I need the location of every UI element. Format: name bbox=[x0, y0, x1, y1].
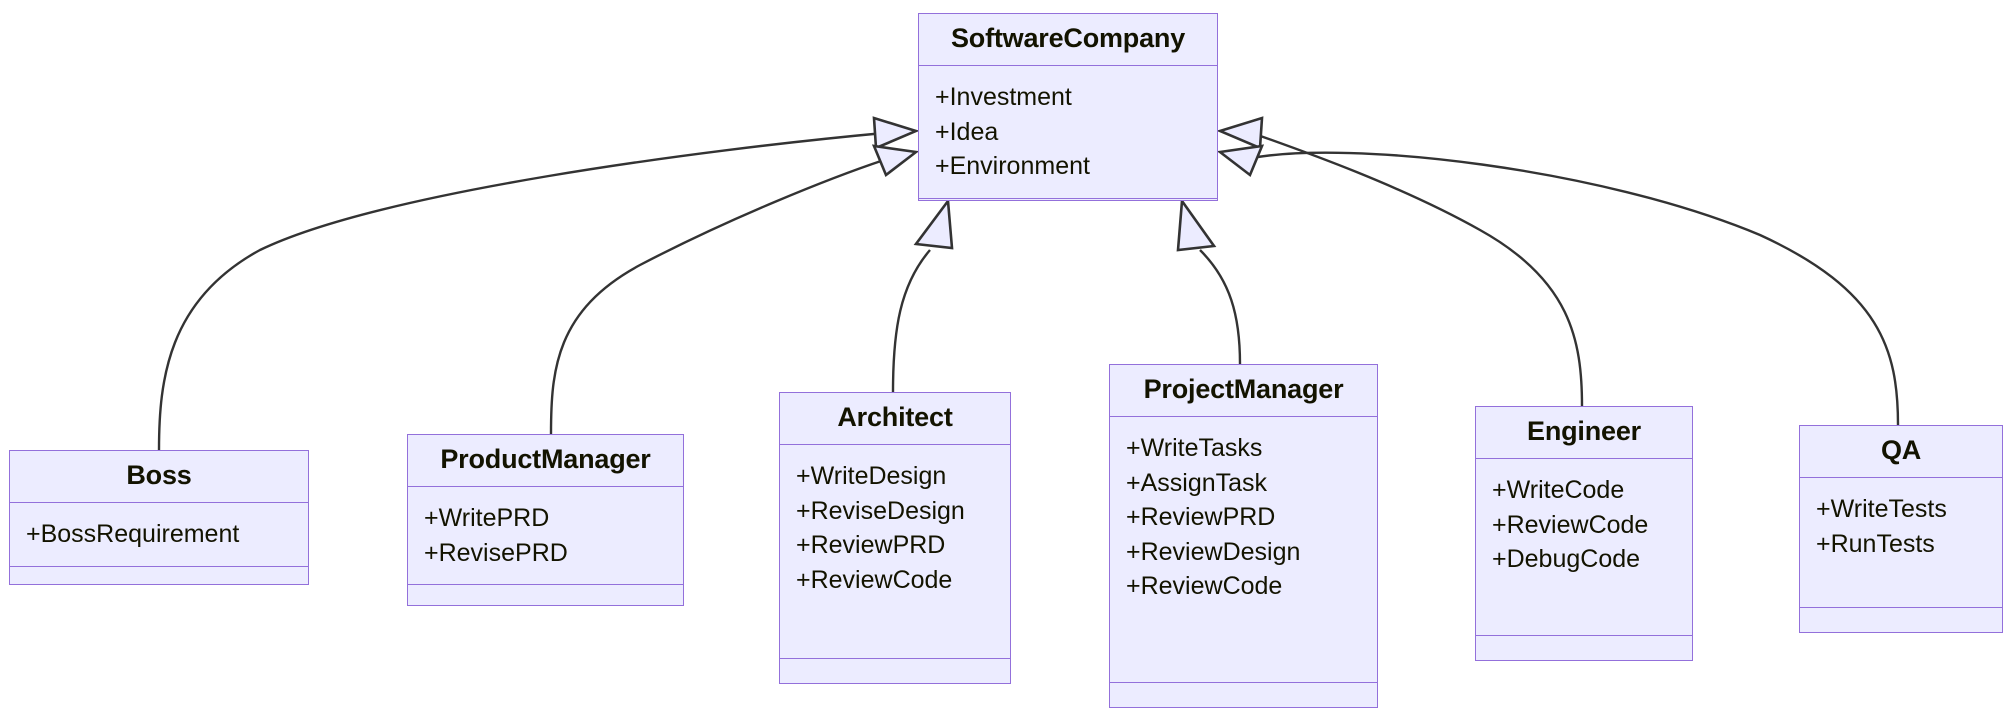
class-methods-boss bbox=[10, 567, 308, 585]
class-node-engineer[interactable]: Engineer +WriteCode +ReviewCode +DebugCo… bbox=[1475, 406, 1693, 661]
class-title-product-manager: ProductManager bbox=[408, 435, 683, 487]
class-member: +ReviewDesign bbox=[1126, 537, 1301, 566]
class-members-project-manager: +WriteTasks +AssignTask +ReviewPRD +Revi… bbox=[1110, 417, 1377, 683]
class-member: +ReviewCode bbox=[1492, 510, 1649, 539]
class-title-qa: QA bbox=[1800, 426, 2002, 478]
class-members-engineer: +WriteCode +ReviewCode +DebugCode bbox=[1476, 459, 1692, 636]
class-member: +BossRequirement bbox=[26, 520, 240, 548]
class-members-software-company: +Investment +Idea +Environment bbox=[919, 66, 1217, 199]
class-member: +Investment bbox=[935, 83, 1072, 111]
arrowhead-product-manager bbox=[871, 144, 920, 178]
class-member: +ReviewCode bbox=[796, 565, 953, 594]
class-node-boss[interactable]: Boss +BossRequirement bbox=[9, 450, 309, 585]
class-member: +ReviewPRD bbox=[796, 531, 946, 559]
class-members-architect: +WriteDesign +ReviseDesign +ReviewPRD +R… bbox=[780, 445, 1010, 659]
class-title-architect: Architect bbox=[780, 393, 1010, 445]
class-member: +ReviewPRD bbox=[1126, 503, 1276, 531]
class-member: +ReviewCode bbox=[1126, 572, 1283, 600]
class-title-boss: Boss bbox=[10, 451, 308, 503]
class-member: +AssignTask bbox=[1126, 468, 1268, 497]
arrowhead-engineer bbox=[1216, 116, 1264, 150]
edge-project-manager-to-software-company bbox=[1199, 249, 1242, 365]
edge-architect-to-software-company bbox=[891, 249, 931, 393]
class-member: +WriteTasks bbox=[1126, 434, 1263, 462]
class-members-boss: +BossRequirement bbox=[10, 503, 308, 567]
class-node-product-manager[interactable]: ProductManager +WritePRD +RevisePRD bbox=[407, 434, 684, 606]
class-methods-product-manager bbox=[408, 585, 683, 605]
arrowhead-qa bbox=[1216, 144, 1265, 178]
class-member: +WriteTests bbox=[1816, 495, 1947, 523]
class-methods-software-company bbox=[919, 199, 1217, 201]
class-member: +WritePRD bbox=[424, 504, 550, 532]
class-member: +Idea bbox=[935, 117, 999, 146]
class-member: +RevisePRD bbox=[424, 538, 568, 567]
class-methods-qa bbox=[1800, 608, 2002, 632]
class-member: +WriteCode bbox=[1492, 476, 1625, 504]
class-members-product-manager: +WritePRD +RevisePRD bbox=[408, 487, 683, 585]
edge-boss-to-software-company bbox=[157, 131, 885, 451]
class-member: +RunTests bbox=[1816, 529, 1935, 558]
arrowhead-project-manager bbox=[1176, 197, 1217, 252]
class-node-project-manager[interactable]: ProjectManager +WriteTasks +AssignTask +… bbox=[1109, 364, 1378, 708]
class-methods-project-manager bbox=[1110, 683, 1377, 707]
class-title-engineer: Engineer bbox=[1476, 407, 1692, 459]
arrowhead-boss bbox=[872, 116, 920, 150]
class-node-software-company[interactable]: SoftwareCompany +Investment +Idea +Envir… bbox=[918, 13, 1218, 201]
arrowhead-architect bbox=[913, 197, 954, 250]
class-node-architect[interactable]: Architect +WriteDesign +ReviseDesign +Re… bbox=[779, 392, 1011, 684]
class-methods-architect bbox=[780, 659, 1010, 683]
class-member: +Environment bbox=[935, 152, 1090, 180]
class-member: +ReviseDesign bbox=[796, 496, 965, 525]
class-node-qa[interactable]: QA +WriteTests +RunTests bbox=[1799, 425, 2003, 633]
class-title-project-manager: ProjectManager bbox=[1110, 365, 1377, 417]
class-member: +WriteDesign bbox=[796, 462, 947, 490]
class-member: +DebugCode bbox=[1492, 545, 1641, 573]
class-members-qa: +WriteTests +RunTests bbox=[1800, 478, 2002, 608]
class-title-software-company: SoftwareCompany bbox=[919, 14, 1217, 66]
class-methods-engineer bbox=[1476, 636, 1692, 660]
